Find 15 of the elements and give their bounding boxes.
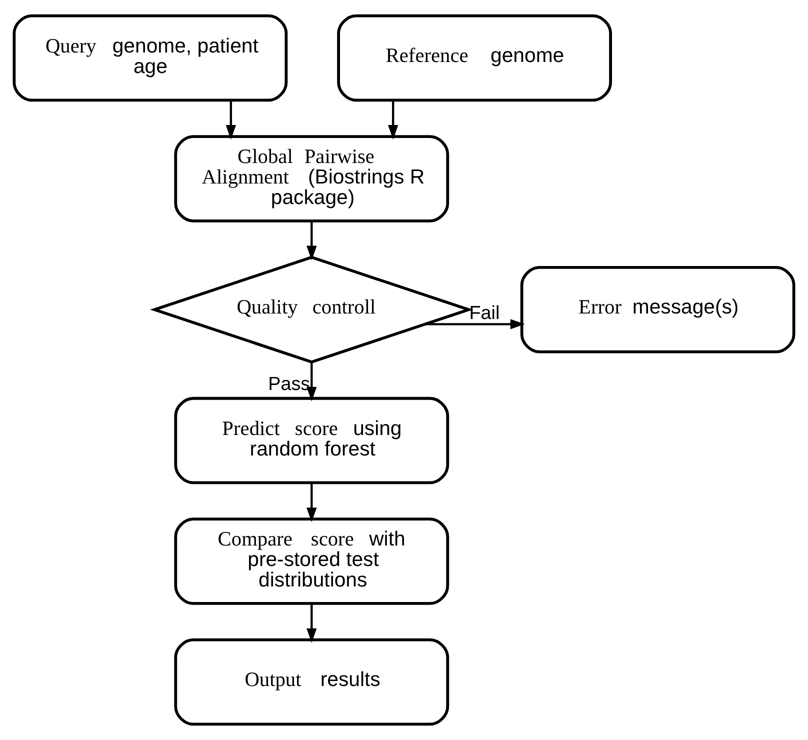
arrow xyxy=(388,100,398,140)
node-box: Error message(s) xyxy=(520,266,796,354)
arrow xyxy=(306,362,317,402)
arrow xyxy=(306,482,317,522)
arrow xyxy=(306,222,317,260)
node-box: Global Pairwise Alignment (Biostrings R package) xyxy=(174,135,450,222)
node-box: Predict score using random forest xyxy=(174,396,450,484)
node-box: Query genome, patient age xyxy=(12,14,288,102)
arrow xyxy=(425,319,525,330)
node-box: Reference genome xyxy=(337,14,612,102)
node-box: Output results xyxy=(174,638,450,726)
node-box: Compare score with pre-stored test distributions xyxy=(174,518,450,605)
edge-label: Pass xyxy=(268,374,310,396)
arrow xyxy=(226,100,236,140)
arrow xyxy=(306,604,317,643)
